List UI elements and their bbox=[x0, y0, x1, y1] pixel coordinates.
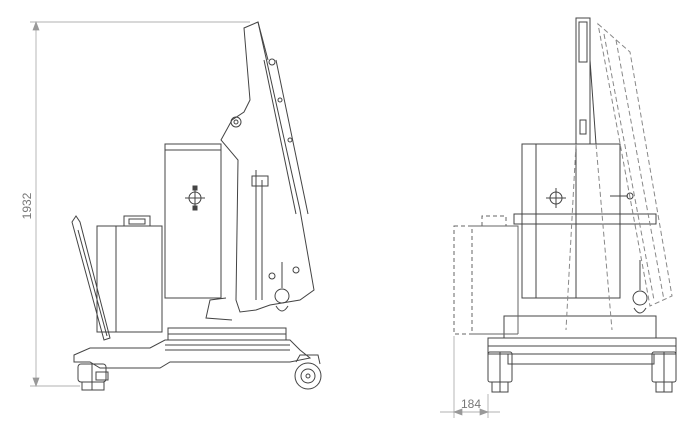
offset-dimension bbox=[440, 336, 500, 418]
offset-dimension-label: 184 bbox=[461, 397, 481, 411]
side-rear-caster bbox=[77, 363, 109, 391]
front-battery-box bbox=[453, 215, 519, 335]
height-dimension-label: 1932 bbox=[20, 192, 34, 219]
front-hook bbox=[632, 260, 648, 314]
side-mast bbox=[205, 21, 315, 321]
side-control-cabinet bbox=[164, 143, 222, 299]
front-view bbox=[440, 17, 677, 418]
side-battery-box bbox=[96, 215, 163, 333]
side-view bbox=[30, 21, 322, 391]
side-front-wheel bbox=[294, 354, 322, 390]
height-dimension bbox=[30, 21, 250, 387]
front-mast bbox=[575, 17, 597, 145]
front-left-caster bbox=[487, 351, 513, 393]
front-right-caster bbox=[651, 351, 677, 393]
front-control-cabinet bbox=[513, 143, 657, 299]
side-hook bbox=[268, 262, 300, 312]
side-chassis bbox=[73, 327, 312, 369]
front-raised-mast-ghost bbox=[565, 22, 673, 331]
front-base-frame bbox=[487, 315, 677, 365]
side-tiller-handle bbox=[71, 215, 111, 341]
